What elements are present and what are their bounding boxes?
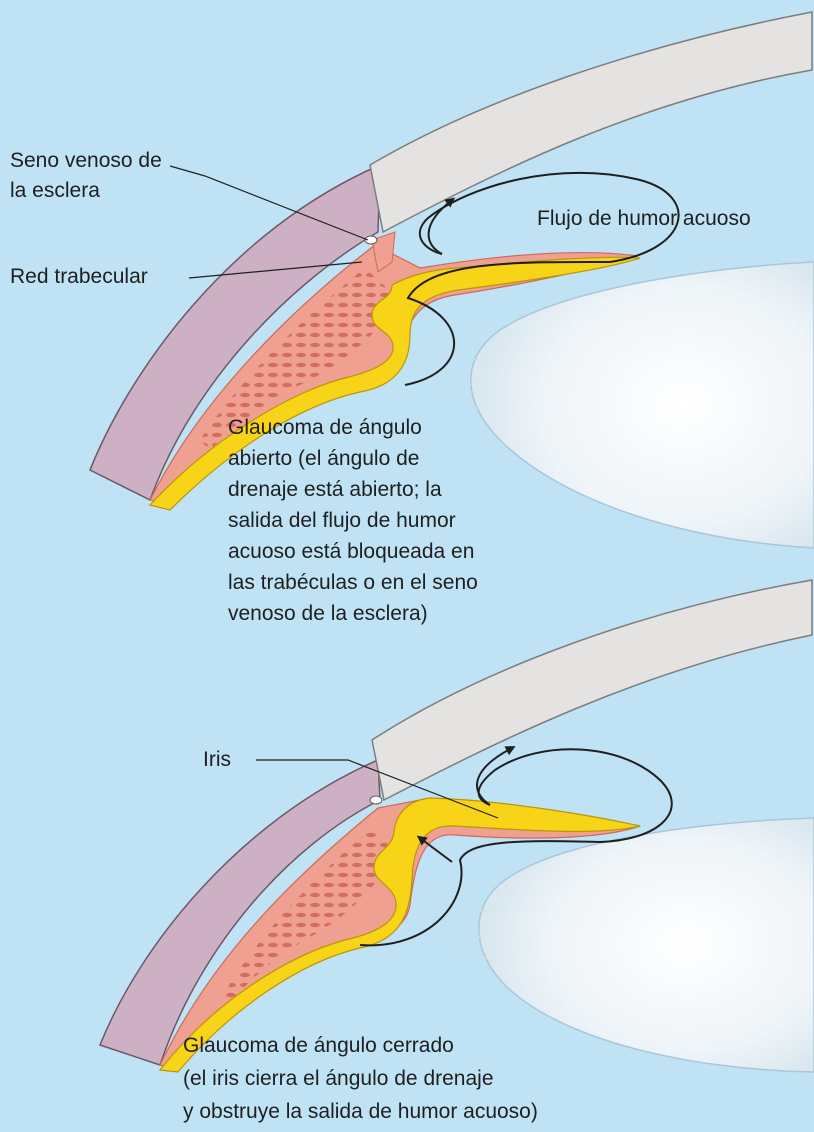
- label-iris: Iris: [203, 745, 231, 775]
- lens: [471, 262, 814, 548]
- flow-arrowhead-top: [429, 200, 452, 254]
- schlemm-canal: [370, 796, 382, 804]
- label-seno-venoso: Seno venoso de la esclera: [10, 146, 162, 206]
- caption-glaucoma-angulo-abierto: Glaucoma de ángulo abierto (el ángulo de…: [228, 412, 478, 629]
- cornea: [370, 12, 812, 232]
- caption-glaucoma-angulo-cerrado: Glaucoma de ángulo cerrado (el iris cier…: [183, 1029, 538, 1128]
- label-flujo-humor-acuoso: Flujo de humor acuoso: [537, 204, 751, 234]
- flow-arrowhead-bottom: [477, 748, 512, 805]
- label-red-trabecular: Red trabecular: [10, 262, 148, 292]
- closed-angle-panel: [100, 580, 814, 1072]
